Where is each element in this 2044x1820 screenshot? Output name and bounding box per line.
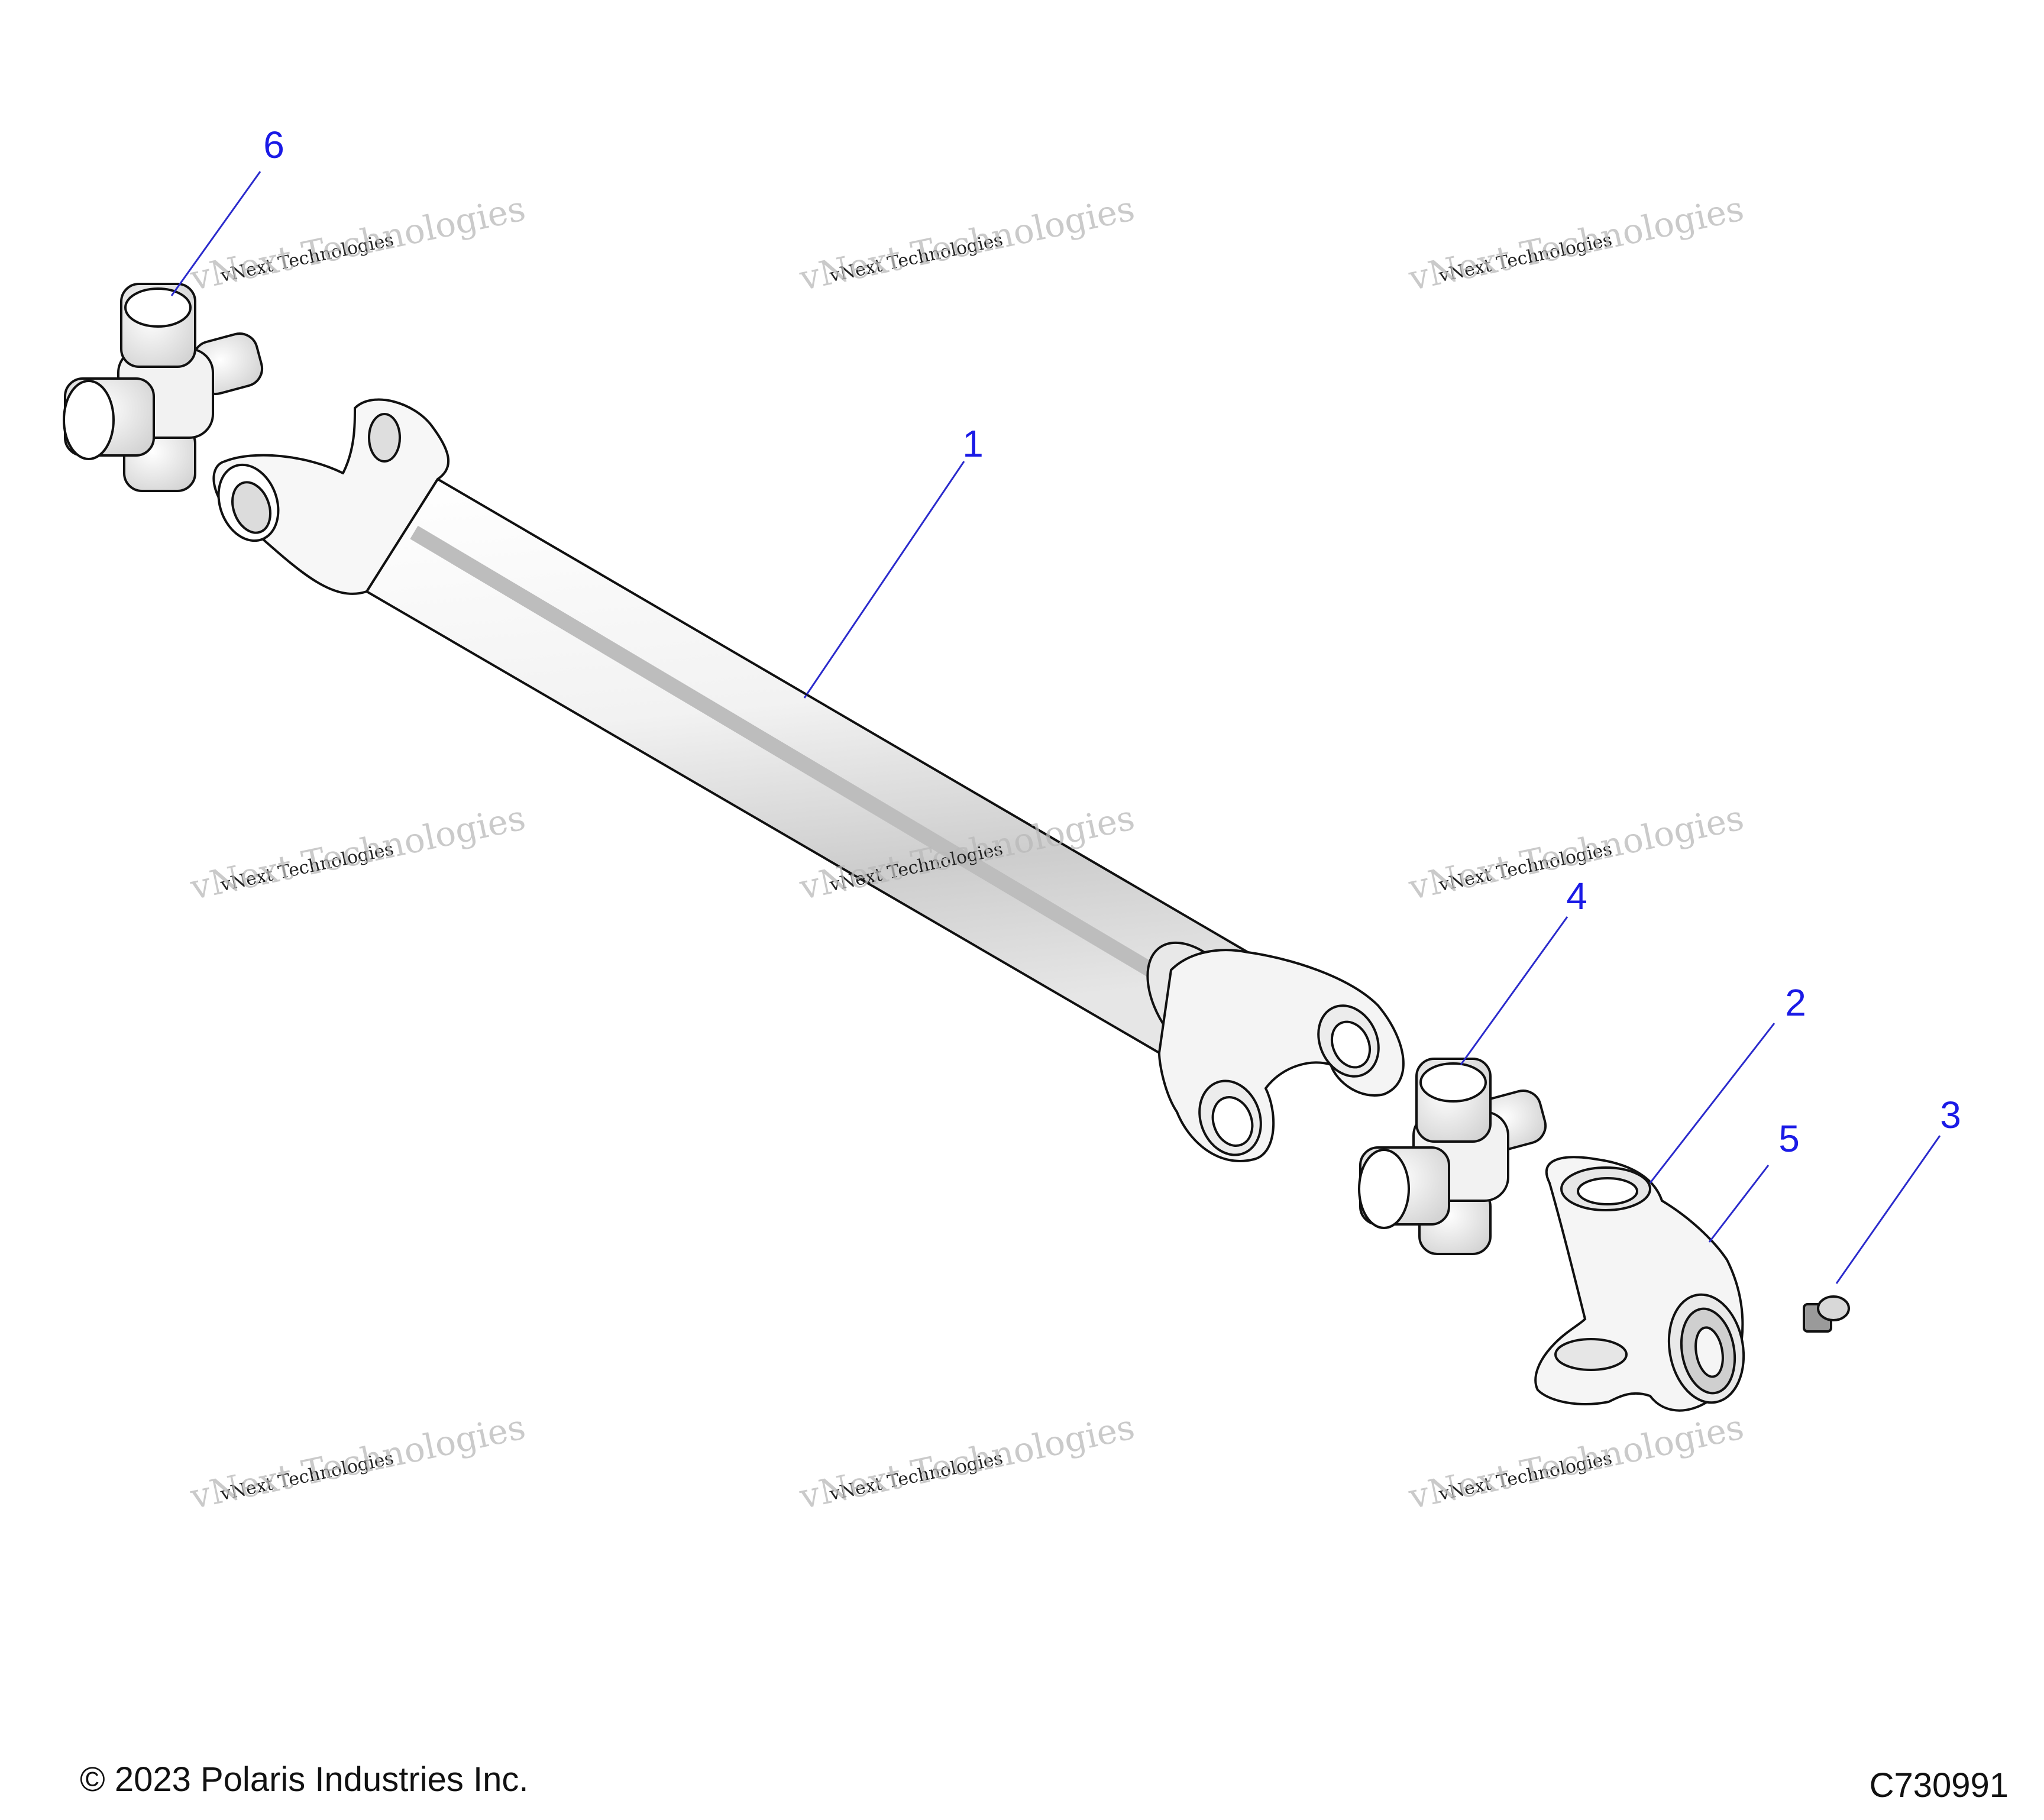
- slip-yoke-bottom-bore: [1554, 1338, 1628, 1371]
- shaft-reference-line: [437, 479, 1249, 953]
- copyright-text: © 2023 Polaris Industries Inc.: [80, 1760, 529, 1799]
- leader-6: [170, 171, 261, 296]
- u-joint-top-cap-left-face: [63, 380, 115, 460]
- slip-yoke-spline-core: [1694, 1326, 1724, 1378]
- leader-3: [1835, 1135, 1941, 1284]
- u-joint-center-cap-left-face: [1358, 1149, 1410, 1229]
- left-yoke-ear-bore: [368, 413, 401, 463]
- slip-yoke-top-bore-inner: [1577, 1177, 1638, 1205]
- u-joint-top-cap-top-face: [124, 287, 192, 328]
- shaft-tube-highlight: [410, 525, 1205, 1007]
- callout-1: 1: [962, 422, 984, 465]
- leader-4: [1460, 916, 1568, 1065]
- leader-2: [1649, 1023, 1775, 1184]
- callout-6: 6: [263, 124, 284, 166]
- right-yoke-bore-lower-inner: [1211, 1096, 1254, 1147]
- leader-5: [1708, 1165, 1770, 1243]
- drawing-number: C730991: [1869, 1766, 2009, 1805]
- callout-3: 3: [1940, 1094, 1961, 1136]
- callout-4: 4: [1566, 875, 1587, 917]
- grease-fitting: [1803, 1295, 1850, 1333]
- u-joint-center-cap-top-face: [1419, 1062, 1487, 1103]
- leader-1: [803, 461, 965, 699]
- slip-yoke: [1534, 1156, 1745, 1412]
- grease-fitting-tip: [1817, 1295, 1850, 1321]
- callout-5: 5: [1778, 1117, 1800, 1160]
- callout-2: 2: [1785, 981, 1806, 1024]
- right-yoke-bore-upper-inner: [1330, 1020, 1372, 1069]
- u-joint-center: [1358, 1058, 1547, 1255]
- drive-shaft: [212, 398, 1405, 1162]
- left-yoke-bore-inner: [231, 481, 271, 534]
- leader-lines: [170, 171, 1941, 1284]
- u-joint-top: [63, 283, 264, 492]
